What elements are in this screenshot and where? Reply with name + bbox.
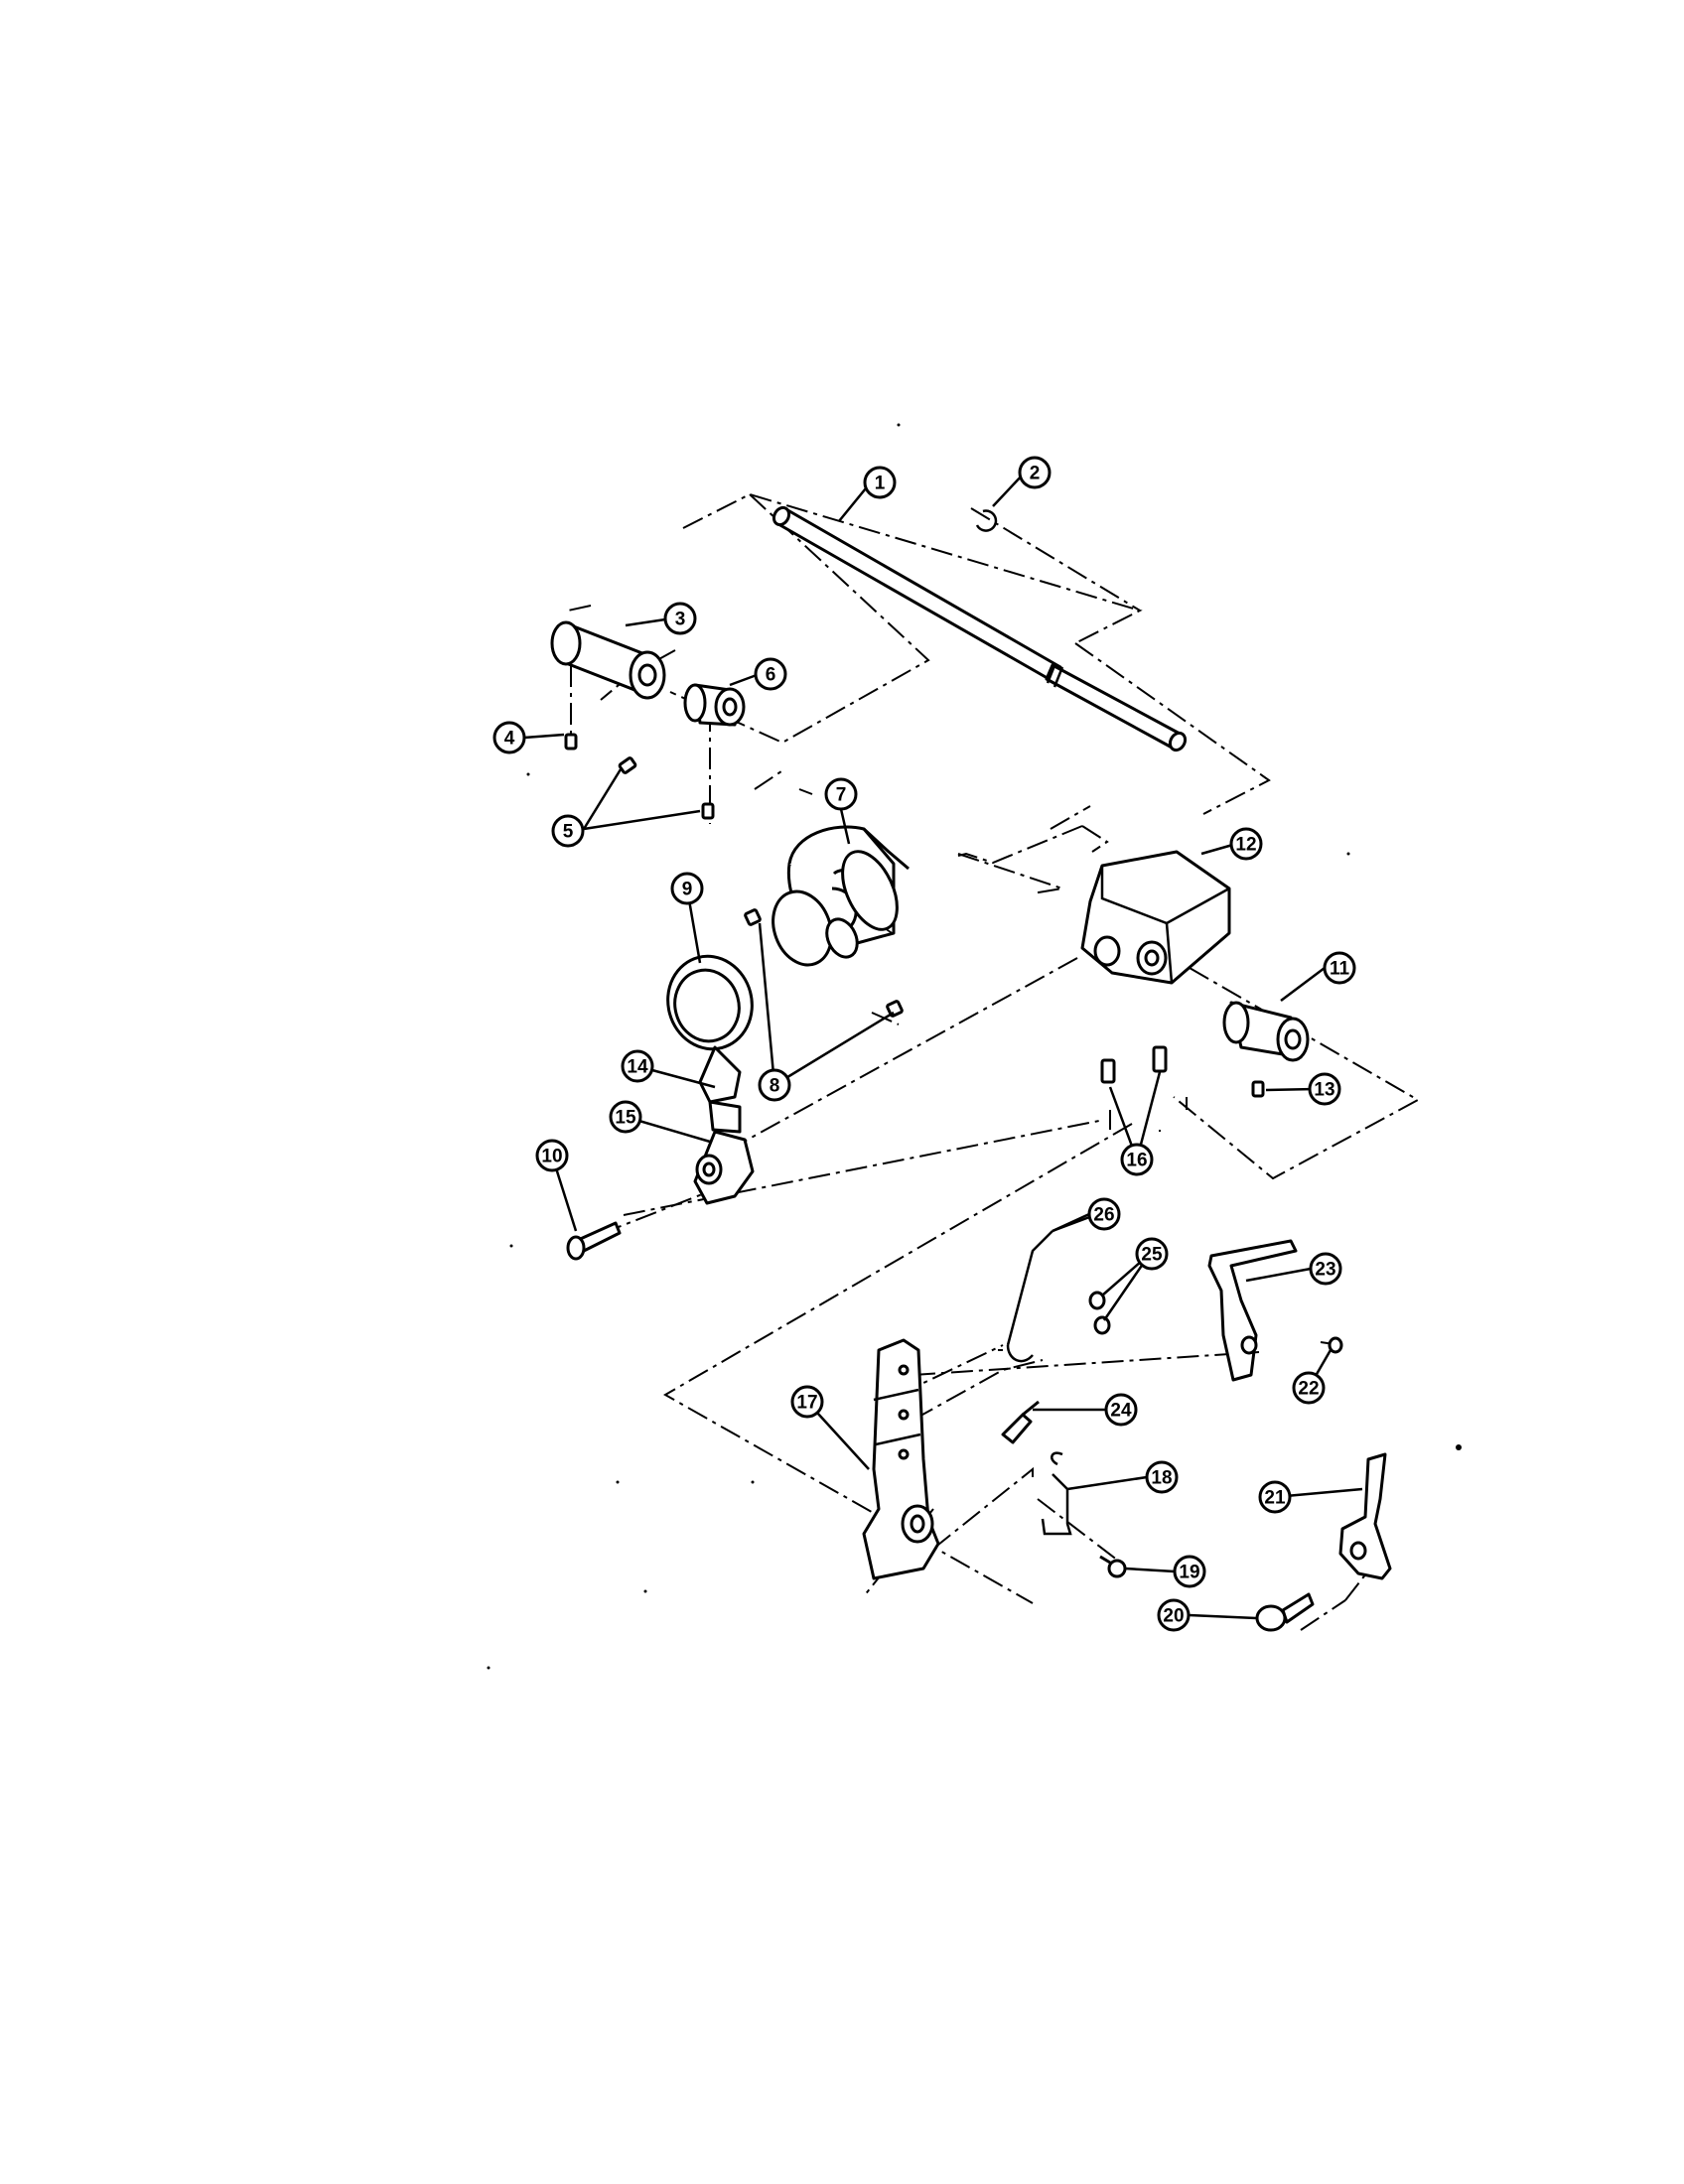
callout-22: 22 — [1292, 1371, 1326, 1405]
screws-25-22 — [1088, 1291, 1343, 1354]
svg-text:22: 22 — [1298, 1379, 1319, 1400]
svg-text:16: 16 — [1126, 1151, 1147, 1171]
svg-text:1: 1 — [875, 474, 886, 494]
svg-text:25: 25 — [1141, 1245, 1163, 1266]
callout-19: 19 — [1173, 1555, 1206, 1588]
callout-13: 13 — [1308, 1072, 1341, 1106]
scan-specks — [487, 423, 1462, 1670]
svg-text:17: 17 — [796, 1393, 817, 1414]
assembly-lines — [567, 492, 1421, 1631]
callout-18: 18 — [1145, 1460, 1179, 1494]
svg-text:3: 3 — [675, 610, 686, 630]
svg-text:20: 20 — [1163, 1606, 1184, 1627]
svg-text:24: 24 — [1110, 1401, 1132, 1422]
callout-11: 11 — [1323, 951, 1356, 985]
svg-text:2: 2 — [1030, 464, 1041, 484]
lever-block-12 — [1080, 850, 1231, 985]
callout-7: 7 — [824, 777, 858, 811]
callout-12: 12 — [1229, 827, 1263, 861]
set-screws-13-16 — [744, 908, 1265, 1098]
callout-20: 20 — [1157, 1598, 1191, 1632]
svg-text:21: 21 — [1264, 1488, 1286, 1509]
collar-6 — [683, 683, 746, 727]
svg-text:10: 10 — [541, 1147, 562, 1167]
svg-text:26: 26 — [1093, 1205, 1114, 1226]
callout-21: 21 — [1258, 1480, 1292, 1514]
callout-16: 16 — [1120, 1143, 1154, 1176]
connecting-rod-14-15 — [693, 1100, 755, 1205]
e-ring-clip — [975, 509, 998, 532]
svg-text:5: 5 — [563, 822, 574, 843]
svg-text:7: 7 — [836, 785, 847, 806]
callout-14: 14 — [621, 1049, 654, 1083]
svg-text:14: 14 — [627, 1057, 648, 1078]
cam-7 — [772, 825, 910, 967]
callout-5: 5 — [551, 814, 585, 848]
svg-text:6: 6 — [766, 665, 776, 686]
callout-3: 3 — [663, 602, 697, 635]
set-screws-4-5 — [564, 733, 715, 820]
callout-4: 4 — [492, 721, 526, 754]
callout-25: 25 — [1135, 1237, 1169, 1271]
callout-17: 17 — [790, 1385, 824, 1419]
svg-text:13: 13 — [1314, 1080, 1334, 1101]
svg-text:18: 18 — [1151, 1468, 1172, 1489]
svg-text:8: 8 — [770, 1076, 780, 1097]
callout-24: 24 — [1104, 1393, 1138, 1427]
svg-text:23: 23 — [1315, 1260, 1335, 1281]
svg-text:4: 4 — [504, 729, 515, 750]
callout-2: 2 — [1018, 456, 1052, 489]
svg-text:19: 19 — [1179, 1563, 1199, 1583]
spring-18 — [1041, 1451, 1072, 1536]
callout-26: 26 — [1087, 1197, 1121, 1231]
svg-text:11: 11 — [1330, 959, 1350, 980]
lever-17 — [862, 1338, 940, 1580]
wire-26 — [1006, 1214, 1093, 1363]
svg-text:9: 9 — [682, 880, 693, 900]
svg-text:15: 15 — [615, 1108, 636, 1129]
screw-19 — [1099, 1555, 1127, 1578]
bushing-11 — [1222, 1001, 1310, 1062]
callout-8: 8 — [758, 1068, 791, 1102]
callout-1: 1 — [863, 466, 897, 499]
callout-9: 9 — [670, 872, 704, 905]
screw-24 — [1001, 1400, 1040, 1444]
callout-23: 23 — [1309, 1252, 1342, 1286]
callout-10: 10 — [535, 1139, 569, 1172]
bracket-21 — [1338, 1452, 1392, 1580]
svg-text:12: 12 — [1235, 835, 1256, 856]
nut-20 — [1255, 1592, 1315, 1632]
bushing-3 — [550, 620, 666, 700]
leader-lines — [523, 473, 1363, 1620]
cam-ring-9 — [666, 954, 754, 1104]
bracket-23 — [1207, 1239, 1298, 1382]
shaft-part — [772, 505, 1188, 752]
screw-10 — [566, 1221, 622, 1261]
callout-6: 6 — [754, 657, 787, 691]
callout-15: 15 — [609, 1100, 642, 1134]
